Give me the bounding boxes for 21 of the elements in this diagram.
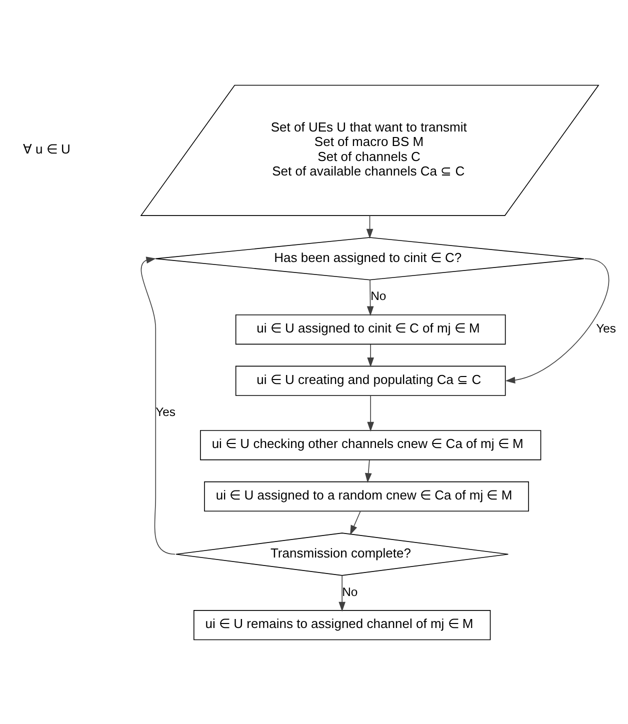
edge-label: Yes (596, 320, 616, 335)
node-box: ui ∈ U creating and populating Ca ⊆ C (235, 365, 506, 396)
arrow (367, 394, 374, 432)
arrow (366, 214, 374, 238)
arrow (140, 256, 176, 554)
arrow (350, 510, 361, 535)
edge-label: Yes (156, 404, 176, 418)
arrow (367, 344, 374, 367)
arrow (505, 258, 610, 384)
label: ∀ u ∈ U (22, 140, 70, 156)
arrow (338, 574, 346, 612)
node-diamond: Has been assigned to cinit ∈ C? (155, 236, 584, 280)
arrow (364, 459, 372, 482)
node-box: ui ∈ U assigned to a random cnew ∈ Ca of mj ∈ M (204, 480, 529, 511)
edge-label: No (370, 288, 386, 303)
node-box: ui ∈ U remains to assigned channel of mj ∈ M (194, 610, 491, 640)
arrow (366, 278, 374, 316)
node-box: ui ∈ U assigned to cinit ∈ C of mj ∈ M (235, 314, 506, 344)
node-diamond: Transmission complete? (176, 532, 509, 576)
node-box: ui ∈ U checking other channels cnew ∈ Ca of mj ∈ M (200, 430, 542, 460)
edge-label: No (342, 584, 358, 598)
